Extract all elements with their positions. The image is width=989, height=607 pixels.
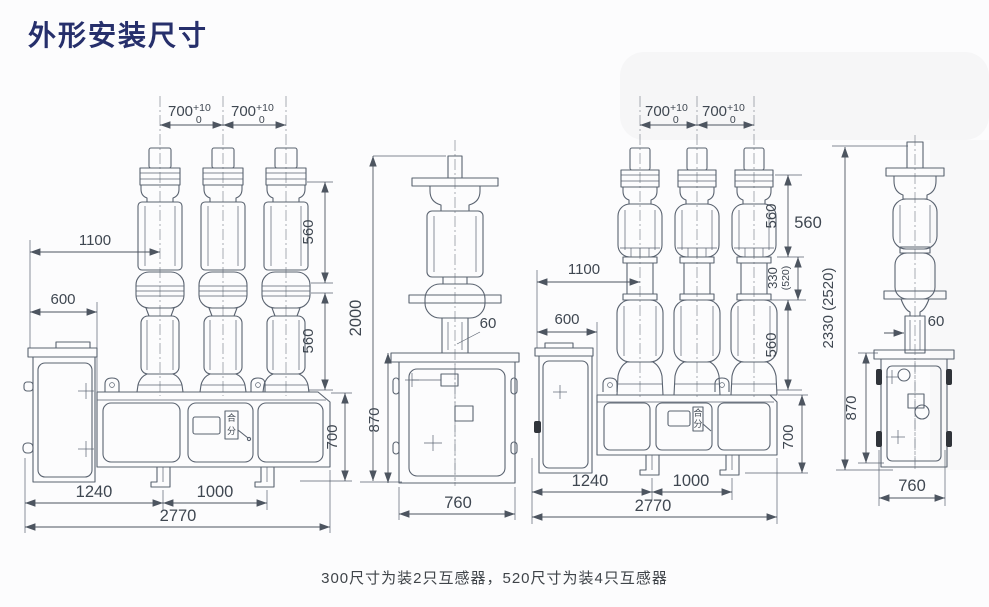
lifting-lug: [104, 377, 120, 393]
dim-2770: 2770: [635, 497, 672, 515]
box-handle: [876, 369, 882, 385]
box-handle: [392, 441, 400, 455]
dim-330: 330: [765, 267, 780, 289]
dim-1100: 1100: [568, 261, 600, 278]
box-handle: [946, 431, 952, 447]
position-indicator-plate: [692, 406, 704, 432]
dim-560-lower: 560: [300, 328, 317, 353]
pole-column: [673, 95, 721, 399]
side-view-right: 60 2330 (2520): [820, 135, 955, 506]
box-handle: [510, 441, 518, 455]
indicator-window: [667, 410, 691, 427]
dim-600: 600: [554, 311, 579, 328]
page-title: 外形安装尺寸: [28, 20, 209, 51]
base-frame: 合 分: [96, 377, 331, 488]
dim-60: 60: [480, 315, 497, 332]
base-frame: 合 分: [596, 377, 778, 476]
mechanism-box: [390, 352, 520, 484]
operating-lever: [702, 423, 712, 432]
mechanism-box: [873, 349, 955, 468]
cabinet-latch: [534, 421, 541, 433]
operating-lever: [237, 429, 249, 439]
dim-560-lower: 560: [763, 332, 780, 357]
dim-870: 870: [366, 407, 383, 432]
dim-760: 760: [444, 494, 472, 512]
dim-760: 760: [898, 477, 926, 495]
dim-2000: 2000: [347, 300, 365, 337]
pole-column: [135, 95, 185, 397]
dim-700-base: 700: [780, 424, 797, 449]
pole-column: [198, 95, 248, 397]
dim-700-base: 700: [324, 424, 341, 449]
dim-60: 60: [928, 313, 945, 330]
dim-870: 870: [843, 395, 860, 420]
support-flange: [408, 294, 502, 304]
dim-560-upper: 560: [300, 219, 317, 244]
dim-560-upper-rotated: 560: [763, 203, 780, 228]
dim-1240: 1240: [76, 483, 113, 501]
cabinet-hinge: [22, 442, 34, 454]
cabinet-hinge: [23, 381, 34, 392]
lifting-lug: [602, 377, 618, 393]
open-indicator-label: 分: [693, 419, 702, 429]
support-column: [904, 315, 926, 354]
lever-knob: [246, 436, 252, 442]
box-handle: [876, 431, 882, 447]
dim-1240: 1240: [572, 472, 609, 490]
mounting-foot: [150, 466, 171, 488]
position-indicator-plate: [224, 410, 239, 440]
mounting-foot: [719, 454, 740, 476]
dim-520: (520): [780, 266, 792, 291]
footnote-caption: 300尺寸为装2只互感器，520尺寸为装4只互感器: [321, 570, 668, 587]
close-indicator-label: 合: [227, 412, 236, 423]
mechanism-cabinet: [22, 341, 98, 483]
side-view-left: 60 2000 870: [347, 140, 520, 520]
mounting-foot: [254, 466, 275, 488]
dim-2330: 2330 (2520): [820, 268, 837, 349]
mechanism-cabinet: [534, 342, 594, 474]
dim-560-upper: 560: [794, 214, 822, 232]
box-handle: [946, 369, 952, 385]
upper-insulator: [892, 198, 938, 250]
box-handle: [392, 377, 400, 395]
lifting-lug: [714, 377, 730, 393]
dim-600: 600: [50, 291, 75, 308]
dim-1000: 1000: [197, 483, 234, 501]
mounting-foot: [639, 454, 660, 476]
pole-column: [616, 95, 664, 399]
dim-1000: 1000: [673, 472, 710, 490]
indicator-window: [192, 416, 221, 435]
open-indicator-label: 分: [227, 426, 236, 436]
dim-1100: 1100: [79, 232, 111, 249]
dim-2770: 2770: [160, 507, 197, 525]
close-indicator-label: 合: [693, 407, 702, 418]
front-view-left: 合 分: [22, 95, 352, 533]
box-handle: [510, 377, 518, 395]
